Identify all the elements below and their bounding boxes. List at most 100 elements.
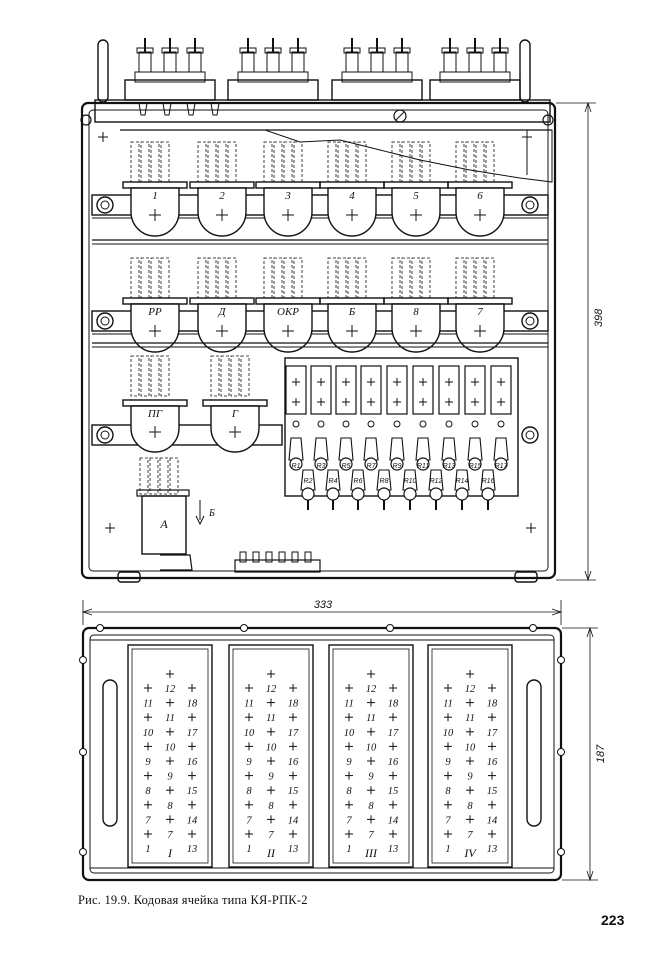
terminal-mark — [342, 378, 350, 386]
contact-number: 9 — [368, 772, 374, 783]
resistor — [288, 437, 304, 461]
resistor-foot — [377, 487, 391, 501]
top-connector — [331, 38, 423, 101]
relay: Б — [319, 257, 385, 353]
relay-bracket — [447, 181, 513, 189]
terminal-block — [386, 365, 408, 415]
strip-screw-inner — [525, 200, 535, 210]
relay-center-mark — [346, 209, 358, 221]
resistor-foot — [301, 487, 315, 501]
contact-spring — [139, 457, 149, 495]
terminal-nut — [161, 47, 179, 54]
contact-number: 10 — [143, 728, 154, 739]
stud — [162, 102, 172, 116]
contact-number: 14 — [288, 815, 299, 826]
contact-number: 13 — [487, 844, 498, 855]
relay-bracket — [447, 297, 513, 305]
resistor — [363, 437, 379, 461]
strip-screw-inner — [525, 316, 535, 326]
terminal-block — [310, 365, 332, 415]
terminal-mark — [367, 378, 375, 386]
relay: 7 — [447, 257, 513, 353]
terminal-mark — [419, 398, 427, 406]
resistor — [338, 437, 354, 461]
contact-mark — [444, 713, 452, 722]
contact-number: 12 — [366, 684, 377, 695]
terminal — [291, 551, 299, 563]
contact-spring — [273, 141, 283, 183]
arrow-head — [81, 608, 93, 616]
terminal-nut — [289, 47, 307, 54]
terminal-mark — [497, 398, 505, 406]
relay-center-mark — [410, 209, 422, 221]
contact-number: 9 — [467, 772, 473, 783]
contact-mark — [289, 830, 297, 838]
contact-spring — [263, 141, 273, 183]
terminal-hole — [419, 420, 427, 428]
relay-label: Д — [218, 306, 227, 318]
edge-screw — [79, 848, 87, 856]
contact-number: 11 — [465, 713, 475, 724]
contact-mark — [345, 684, 353, 692]
contact-spring — [411, 141, 421, 183]
contact-number: 12 — [165, 684, 176, 695]
terminal-block — [464, 365, 486, 415]
terminal-mark — [497, 378, 505, 386]
contact-number: 7 — [246, 815, 252, 826]
terminal-hole — [342, 420, 350, 428]
connector-frame — [127, 644, 213, 868]
connector-frame-inner — [232, 648, 310, 864]
edge-screw — [96, 624, 104, 632]
foot — [117, 571, 141, 583]
contact-mark — [345, 771, 353, 780]
relay-label: РР — [147, 306, 162, 318]
contact-mark — [245, 742, 253, 751]
contact-number: 7 — [167, 830, 173, 841]
relay-bracket — [255, 181, 321, 189]
contact-number: 9 — [346, 757, 352, 768]
contact-mark — [488, 742, 496, 751]
top-connector — [227, 38, 319, 101]
contact-mark — [166, 815, 174, 824]
edge-screw — [557, 656, 565, 664]
contact-spring — [293, 141, 303, 183]
terminal-mark — [393, 398, 401, 406]
contact-spring — [475, 257, 485, 299]
contact-mark — [267, 670, 275, 678]
strip-screw — [521, 196, 539, 214]
contact-spring — [357, 257, 367, 299]
relay: 3 — [255, 141, 321, 237]
relay: 1 — [122, 141, 188, 237]
edge-screw — [386, 624, 394, 632]
strip-screw — [96, 196, 114, 214]
contact-mark — [267, 757, 275, 765]
terminal-nut — [239, 47, 257, 54]
contact-mark — [166, 698, 174, 707]
contact-mark — [345, 800, 353, 809]
strip-screw — [521, 312, 539, 330]
terminal — [304, 551, 312, 563]
resistor-label: R2 — [304, 478, 313, 485]
stud — [210, 102, 220, 116]
contact-spring — [227, 257, 237, 299]
relay-center-mark — [229, 426, 241, 438]
contact-number: 1 — [145, 844, 150, 855]
contact-spring — [160, 355, 170, 397]
resistor — [350, 469, 366, 491]
contact-number: 15 — [187, 786, 198, 797]
screw-head — [393, 109, 407, 123]
relay-center-mark — [282, 209, 294, 221]
resistor-label: R16 — [482, 478, 495, 485]
terminal-post — [468, 51, 482, 73]
resistor-label: R15 — [469, 463, 482, 470]
contact-number: 11 — [143, 699, 153, 710]
arrow-head — [195, 515, 205, 526]
contact-mark — [345, 830, 353, 838]
contact-mark — [466, 815, 474, 824]
relay-bracket — [319, 181, 385, 189]
contact-mark — [144, 800, 152, 809]
contact-mark — [367, 698, 375, 707]
